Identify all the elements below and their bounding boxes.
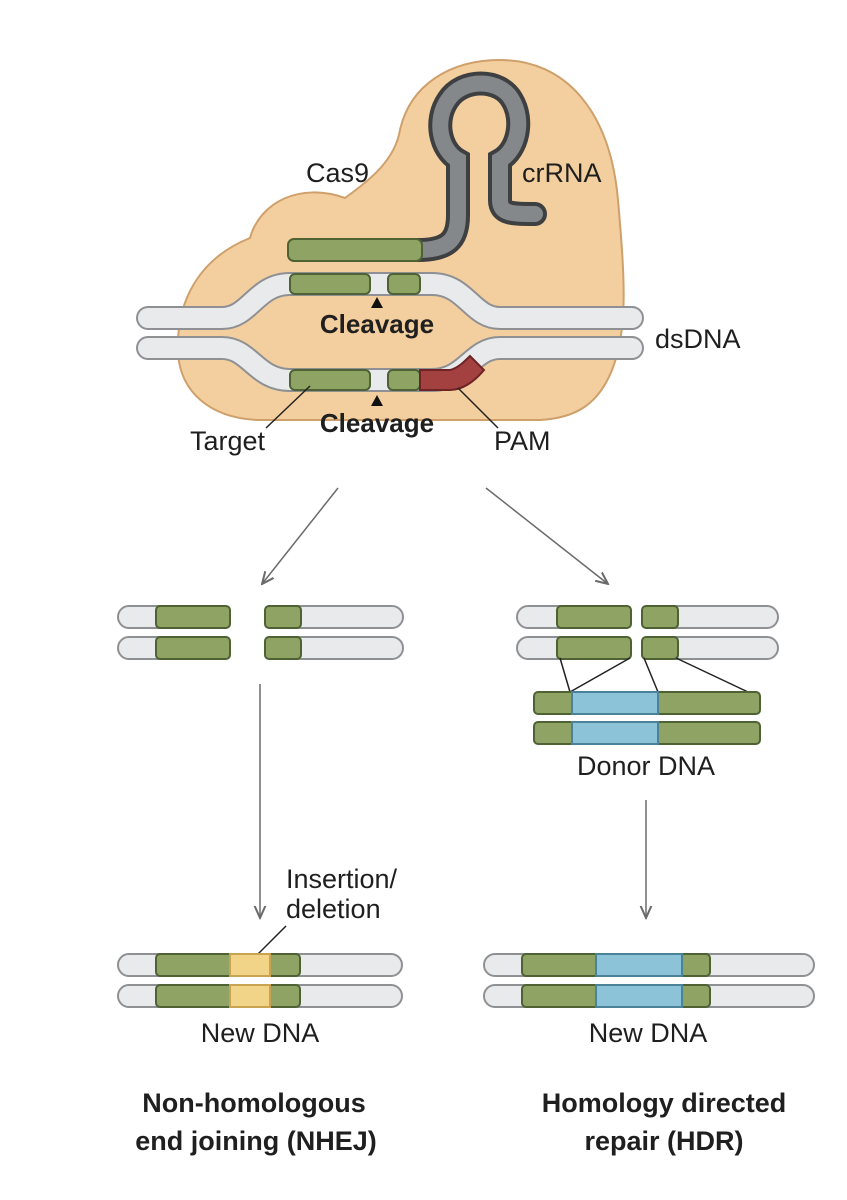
crrna-label: crRNA [522, 158, 602, 188]
indel-segment-bottom [229, 984, 271, 1008]
hdr-new-dna-bottom [483, 984, 815, 1008]
donor-strand-top [533, 691, 761, 715]
target-leader-line [265, 385, 311, 429]
cleavage-marker-top [371, 297, 383, 308]
indel-segment-top [229, 953, 271, 977]
target-segment-top-left [289, 273, 371, 295]
target-segment-top-right [387, 273, 421, 295]
nhej-new-dna [117, 953, 403, 1008]
dsdna-label: dsDNA [655, 324, 741, 354]
cas9-complex: Cas9 crRNA dsDNA Cleavage Cleavage Targe… [136, 58, 741, 456]
nhej-new-dna-bottom [117, 984, 403, 1008]
nhej-broken-top [117, 605, 404, 629]
pam-leader-line [457, 387, 499, 429]
nhej-title-line2: end joining (NHEJ) [135, 1126, 376, 1156]
homology-alignment-lines [559, 657, 749, 693]
nhej-broken-bottom [117, 636, 404, 660]
donor-strand-bottom [533, 721, 761, 745]
insertion-label-line2: deletion [286, 894, 381, 924]
insertion-label-line1: Insertion/ [286, 864, 398, 894]
hdr-title-line1: Homology directed [542, 1088, 787, 1118]
hdr-new-dna-top [483, 953, 815, 977]
hdr-broken-top [516, 605, 779, 629]
pam-segment [419, 354, 486, 391]
donor-dna-label: Donor DNA [577, 751, 715, 781]
hdr-new-dna [483, 953, 815, 1008]
target-segment-bottom-left [289, 369, 371, 391]
arrow-to-nhej [262, 487, 339, 584]
nhej-new-dna-top [117, 953, 403, 977]
hdr-broken-dna [516, 605, 779, 660]
new-dna-label-nhej: New DNA [201, 1018, 320, 1048]
arrow-to-hdr [485, 487, 608, 584]
cleavage-label-bottom: Cleavage [320, 408, 434, 438]
guide-rna-segment [287, 238, 423, 262]
target-segment-bottom-right [387, 369, 421, 391]
donor-dna [533, 691, 761, 745]
target-label: Target [190, 426, 266, 456]
cleavage-marker-bottom [371, 395, 383, 406]
cleavage-label-top: Cleavage [320, 309, 434, 339]
cas9-label: Cas9 [306, 158, 369, 188]
nhej-broken-dna [117, 605, 404, 660]
new-dna-label-hdr: New DNA [589, 1018, 708, 1048]
hdr-broken-bottom [516, 636, 779, 660]
hdr-title-line2: repair (HDR) [584, 1126, 743, 1156]
insert-segment-top [595, 953, 683, 977]
pam-label: PAM [494, 426, 551, 456]
nhej-title-line1: Non-homologous [142, 1088, 365, 1118]
insert-segment-bottom [595, 984, 683, 1008]
